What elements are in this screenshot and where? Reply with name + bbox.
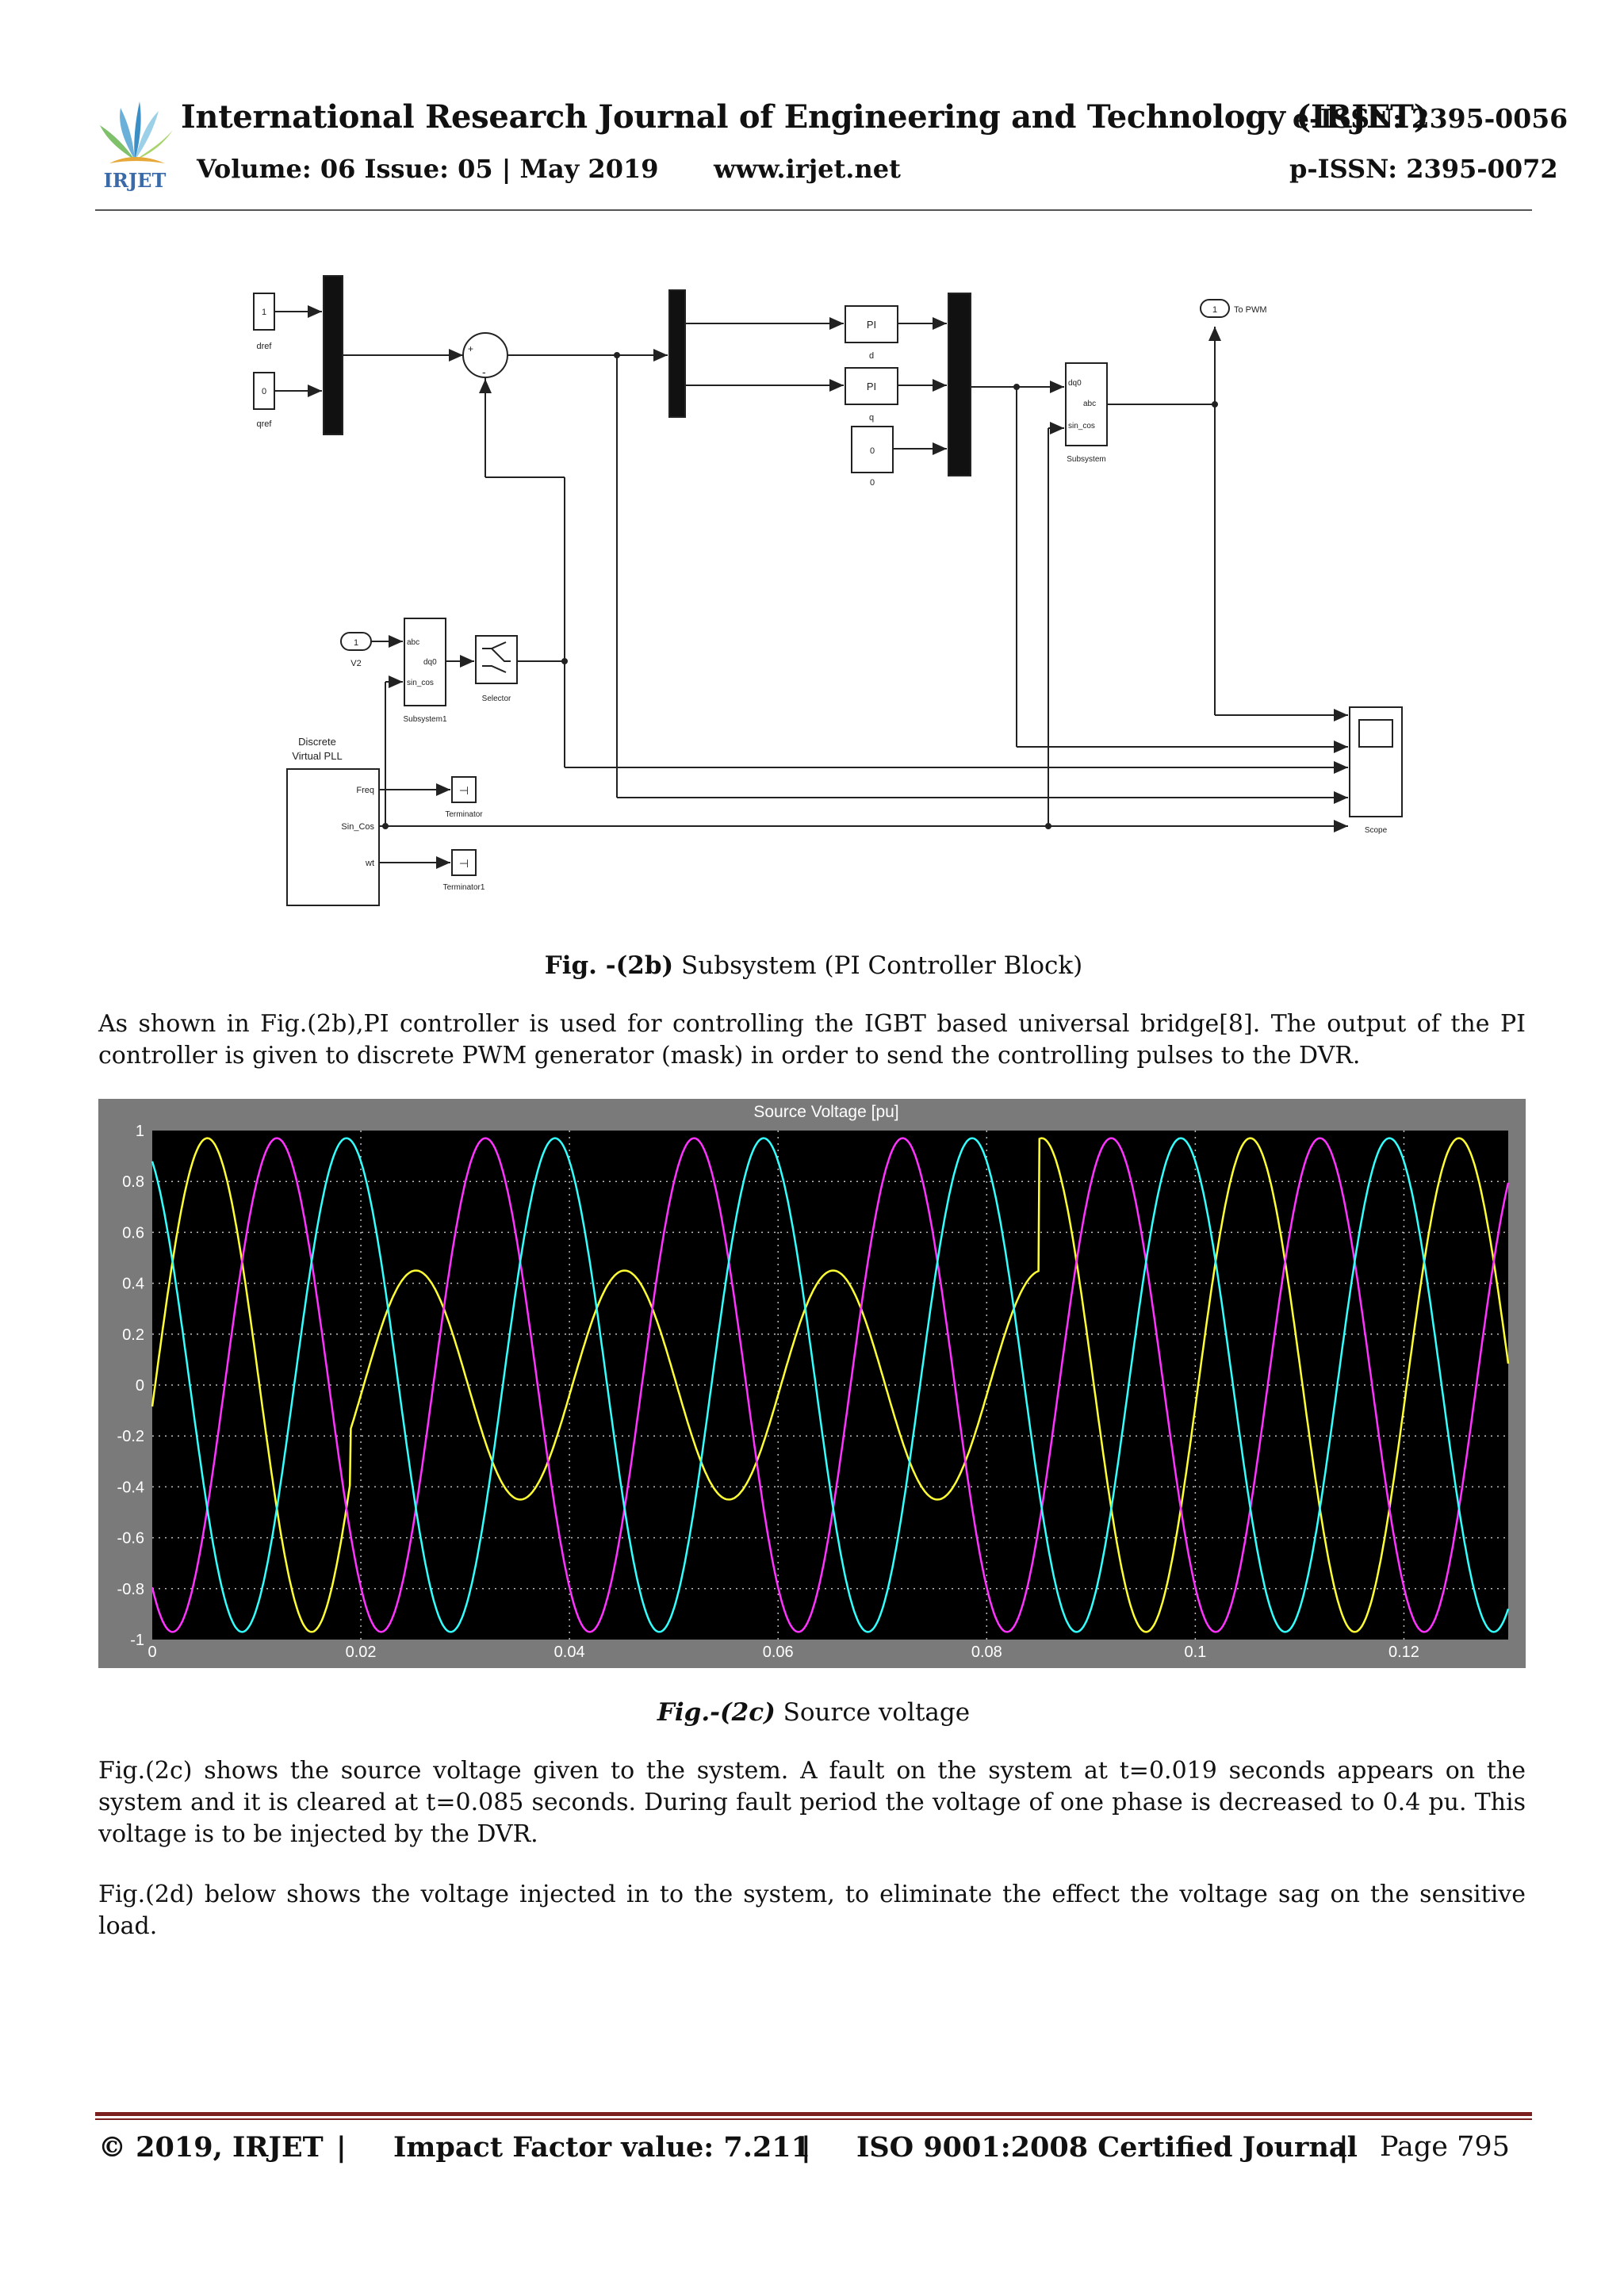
fig-2c-text: Source voltage <box>775 1698 971 1727</box>
selector-block <box>475 635 518 684</box>
svg-text:dq0: dq0 <box>423 658 437 667</box>
svg-text:wt: wt <box>365 859 374 868</box>
svg-text:PI: PI <box>867 319 876 331</box>
series-line-2 <box>151 1137 1510 1633</box>
mux-1 <box>323 275 343 435</box>
x-tick-label: 0 <box>147 1644 156 1661</box>
svg-text:0: 0 <box>870 478 875 488</box>
pi-controller-diagram: 1 dref 0 qref + - PI d PI q 0 0 dq0 abc … <box>238 270 1427 920</box>
fig-2b-caption: Fig. -(2b) Subsystem (PI Controller Bloc… <box>95 951 1532 980</box>
e-issn: e-ISSN: 2395-0056 <box>1293 103 1568 134</box>
irjet-logo: IRJET <box>94 95 176 193</box>
svg-text:sin_cos: sin_cos <box>407 679 434 687</box>
y-tick-label: 0.2 <box>122 1326 144 1344</box>
y-tick-label: 0.6 <box>122 1224 144 1242</box>
y-tick-label: -0.6 <box>117 1530 144 1548</box>
svg-text:1: 1 <box>262 308 266 317</box>
svg-text:V2: V2 <box>350 659 361 668</box>
series-line-3 <box>151 1137 1510 1633</box>
terminator1-block <box>451 849 477 876</box>
x-tick-label: 0.1 <box>1184 1644 1206 1661</box>
demux-1 <box>668 289 686 418</box>
terminator-block <box>451 776 477 803</box>
svg-text:Freq: Freq <box>356 786 374 795</box>
svg-text:d: d <box>869 351 874 361</box>
series-line-1 <box>151 1137 1510 1633</box>
paragraph-3: Fig.(2d) below shows the voltage injecte… <box>98 1881 1526 1940</box>
footer-iso: ISO 9001:2008 Certified Journal <box>856 2131 1358 2164</box>
svg-text:qref: qref <box>257 419 273 429</box>
y-tick-label: 0 <box>136 1377 144 1395</box>
footer-separator: | <box>336 2131 347 2164</box>
chart-title: Source Voltage [pu] <box>753 1103 898 1121</box>
x-tick-label: 0.02 <box>346 1644 377 1661</box>
footer-rule-thick <box>95 2112 1532 2116</box>
svg-text:sin_cos: sin_cos <box>1068 422 1095 430</box>
fig-2b-text: Subsystem (PI Controller Block) <box>673 951 1083 980</box>
y-tick-label: -1 <box>130 1632 144 1649</box>
p-issn: p-ISSN: 2395-0072 <box>1289 154 1558 184</box>
fig-2c-label: Fig.-(2c) <box>657 1698 776 1727</box>
source-voltage-chart: Source Voltage [pu] 1 0.8 0.6 0.4 0.2 0 -0.2 -0… <box>98 1099 1526 1668</box>
svg-text:PI: PI <box>867 381 876 392</box>
footer-separator: | <box>801 2131 811 2164</box>
svg-text:0: 0 <box>870 446 875 456</box>
svg-text:To PWM: To PWM <box>1234 305 1267 315</box>
svg-text:Subsystem: Subsystem <box>1067 455 1105 464</box>
logo-text: IRJET <box>104 169 167 192</box>
fig-2b-label: Fig. -(2b) <box>544 951 674 980</box>
mux-2 <box>948 293 971 476</box>
y-tick-label: -0.2 <box>117 1428 144 1445</box>
paragraph-2: Fig.(2c) shows the source voltage given … <box>98 1757 1526 1848</box>
footer-impact-factor: Impact Factor value: 7.211 <box>393 2131 811 2164</box>
svg-text:abc: abc <box>1083 400 1096 408</box>
svg-text:1: 1 <box>354 638 358 648</box>
svg-text:abc: abc <box>407 638 419 647</box>
footer-copyright: © 2019, IRJET <box>98 2131 324 2164</box>
svg-text:0: 0 <box>262 387 266 396</box>
journal-title: International Research Journal of Engine… <box>181 98 1429 136</box>
svg-text:q: q <box>869 413 874 423</box>
svg-text:⊣: ⊣ <box>459 857 469 870</box>
svg-text:1: 1 <box>1212 305 1217 315</box>
logo-leaves-icon <box>100 101 173 163</box>
y-tick-label: 0.8 <box>122 1173 144 1191</box>
svg-text:⊣: ⊣ <box>459 784 469 797</box>
svg-text:Selector: Selector <box>482 695 511 703</box>
svg-text:Virtual PLL: Virtual PLL <box>292 750 342 762</box>
svg-text:Sin_Cos: Sin_Cos <box>341 822 374 832</box>
x-tick-label: 0.04 <box>554 1644 585 1661</box>
journal-website: www.irjet.net <box>714 154 901 184</box>
scope-block <box>1349 706 1403 817</box>
discrete-virtual-pll <box>286 768 380 906</box>
x-tick-label: 0.06 <box>763 1644 794 1661</box>
to-pwm-outport <box>1200 299 1230 318</box>
svg-text:Terminator: Terminator <box>445 810 483 819</box>
footer-separator: | <box>1339 2131 1349 2164</box>
svg-text:dref: dref <box>257 342 273 351</box>
footer-page-number: Page 795 <box>1380 2131 1510 2163</box>
x-tick-label: 0.12 <box>1388 1644 1419 1661</box>
svg-text:dq0: dq0 <box>1068 379 1082 388</box>
y-tick-label: -0.4 <box>117 1479 144 1496</box>
svg-text:Terminator1: Terminator1 <box>443 883 485 892</box>
volume-issue: Volume: 06 Issue: 05 | May 2019 <box>197 154 659 184</box>
footer-rule-thin <box>95 2118 1532 2120</box>
svg-text:+: + <box>468 343 473 354</box>
y-tick-label: -0.8 <box>117 1581 144 1598</box>
y-tick-label: 1 <box>136 1123 144 1140</box>
svg-text:Subsystem1: Subsystem1 <box>403 715 446 724</box>
y-tick-label: 0.4 <box>122 1276 144 1293</box>
paragraph-1: As shown in Fig.(2b),PI controller is us… <box>98 1010 1526 1070</box>
x-tick-label: 0.08 <box>971 1644 1002 1661</box>
svg-text:-: - <box>482 365 486 378</box>
svg-text:Scope: Scope <box>1365 826 1388 835</box>
svg-text:Discrete: Discrete <box>298 736 336 748</box>
fig-2c-caption: Fig.-(2c) Source voltage <box>95 1698 1532 1727</box>
header-divider <box>95 209 1532 211</box>
